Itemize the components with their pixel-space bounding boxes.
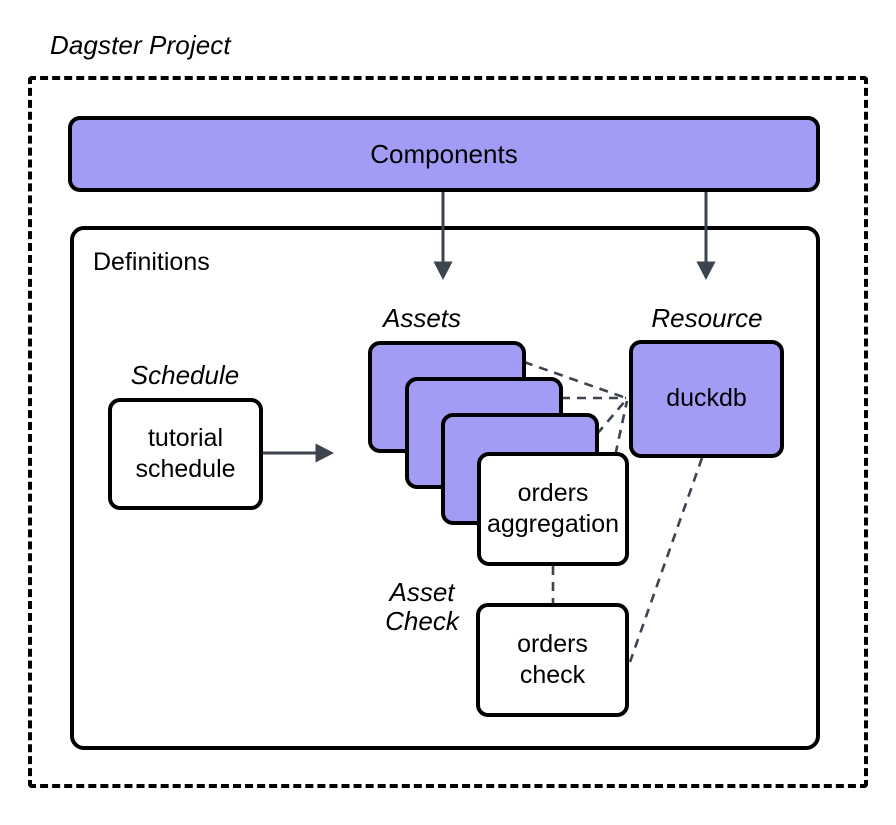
node-tutorial-schedule-line2: schedule (135, 455, 236, 483)
node-orders-aggregation-line2: aggregation (486, 510, 620, 538)
node-duckdb-label: duckdb (666, 384, 747, 413)
project-title: Dagster Project (50, 30, 231, 60)
node-tutorial-schedule[interactable]: tutorial schedule (108, 398, 263, 510)
node-orders-aggregation[interactable]: orders aggregation (477, 452, 629, 566)
components-label: Components (370, 138, 518, 169)
node-orders-check[interactable]: orders check (476, 603, 629, 717)
definitions-label: Definitions (93, 248, 210, 276)
node-orders-check-line2: check (519, 661, 586, 689)
node-tutorial-schedule-line1: tutorial (147, 423, 224, 452)
schedule-caption: Schedule (130, 360, 240, 390)
resource-caption: Resource (651, 303, 763, 333)
asset-check-caption: Asset Check (370, 577, 474, 637)
components-box[interactable]: Components (68, 116, 820, 192)
asset-check-caption-line2: Check (385, 606, 459, 637)
assets-caption: Assets (382, 303, 462, 333)
node-duckdb-resource[interactable]: duckdb (629, 340, 784, 458)
node-orders-check-line1: orders (517, 629, 588, 658)
node-orders-aggregation-line1: orders (517, 478, 589, 507)
asset-check-caption-line1: Asset (389, 577, 455, 607)
project-frame (28, 76, 868, 788)
